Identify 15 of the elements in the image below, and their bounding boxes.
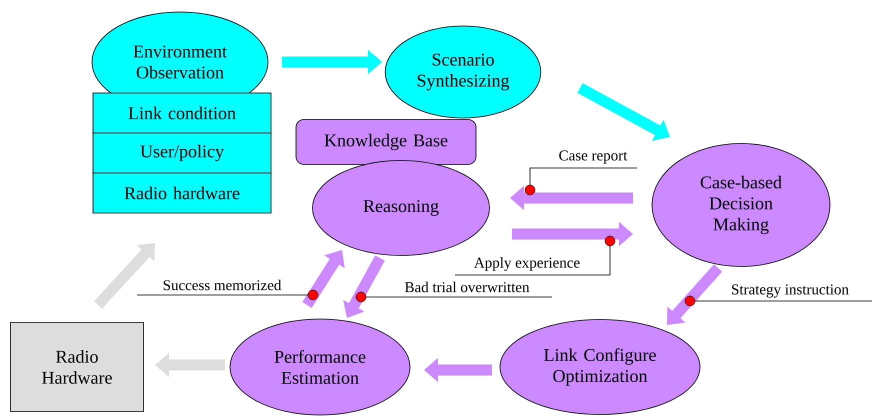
block-arrow [343, 255, 385, 318]
edge-label: Case report [559, 150, 628, 164]
list-box: Link condition [92, 92, 272, 134]
edge-label: Apply experience [474, 257, 580, 271]
block-arrow [94, 243, 155, 309]
knowledge-box: Knowledge Base [296, 119, 476, 165]
hardware-box: Radio Hardware [10, 322, 144, 412]
edge-label: Strategy instruction [732, 284, 849, 298]
block-arrow [577, 83, 670, 141]
list-box: Radio hardware [92, 172, 272, 214]
block-arrow [302, 250, 345, 308]
edge-label: Bad trial overwritten [404, 282, 530, 292]
list-box: User/policy [92, 132, 272, 174]
block-arrow [667, 264, 722, 325]
edge-label: Success memorized [164, 280, 282, 290]
